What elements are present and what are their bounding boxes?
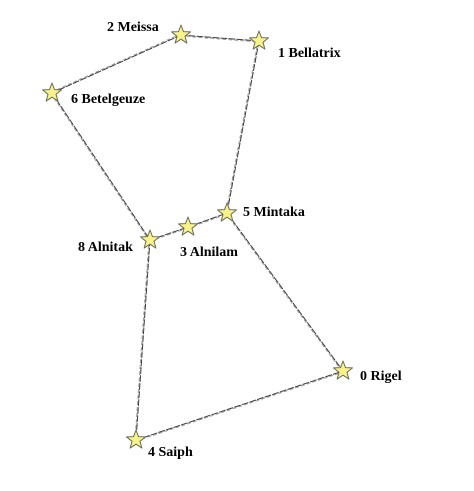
star-icon: [332, 360, 354, 380]
edge-line-light: [134, 239, 150, 441]
edge-line-dark: [226, 40, 260, 214]
edge-line-dark: [180, 34, 260, 42]
star-label-rigel: 0 Rigel: [360, 369, 402, 384]
star-icon: [216, 202, 238, 222]
star-label-betelgeuze: 6 Betelgeuze: [71, 92, 145, 107]
edge-line-dark: [226, 212, 344, 372]
edge-line-light: [50, 93, 150, 242]
edge-line-light: [180, 35, 260, 43]
star-label-bellatrix: 1 Bellatrix: [278, 46, 341, 61]
star-label-alnitak: 8 Alnitak: [78, 240, 133, 255]
stars-layer: [41, 24, 354, 449]
edge-line-dark: [51, 92, 151, 241]
edges-layer: [50, 33, 344, 442]
edge-8-4: [134, 239, 151, 441]
edge-line-dark: [51, 34, 182, 94]
edge-line-light: [225, 213, 343, 373]
star-icon: [177, 216, 199, 236]
edge-2-1: [180, 34, 260, 43]
edge-line-dark: [149, 226, 189, 241]
edge-line-dark: [135, 370, 344, 441]
star-icon: [139, 229, 161, 249]
star-icon: [248, 30, 270, 50]
star-label-meissa: 2 Meissa: [107, 20, 159, 35]
edge-line-light: [135, 371, 344, 442]
edge-line-light: [225, 40, 259, 214]
star-icon: [170, 24, 192, 44]
star-icon: [125, 429, 147, 449]
edge-6-8: [50, 92, 151, 242]
star-icon: [41, 82, 63, 102]
star-label-mintaka: 5 Mintaka: [243, 205, 305, 220]
edge-5-0: [225, 212, 344, 373]
edge-4-0: [135, 370, 344, 442]
star-label-saiph: 4 Saiph: [148, 445, 193, 460]
edge-line-dark: [187, 212, 228, 228]
edge-1-5: [225, 40, 260, 214]
labels-layer: 0 Rigel 1 Bellatrix 2 Meissa 3 Alnilam 4 Sai…: [71, 20, 402, 460]
edge-line-dark: [135, 239, 151, 441]
edge-line-light: [51, 33, 182, 93]
star-label-alnilam: 3 Alnilam: [180, 245, 238, 260]
edge-2-6: [51, 33, 182, 94]
